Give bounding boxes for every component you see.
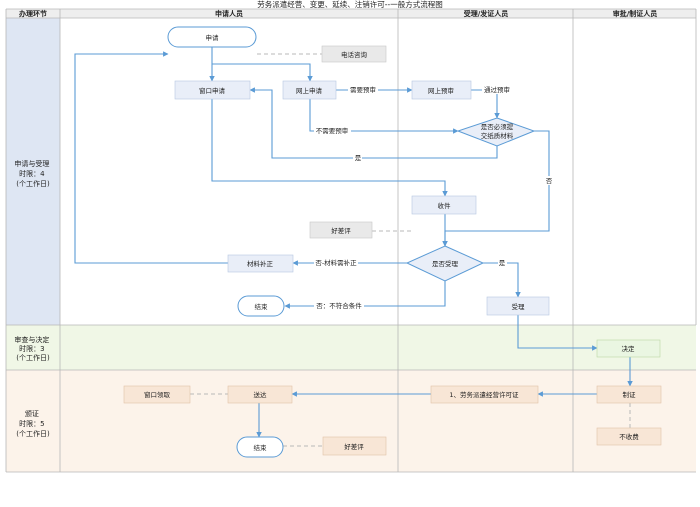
svg-text:窗口申请: 窗口申请 (199, 86, 226, 95)
svg-text:好差评: 好差评 (344, 442, 364, 451)
svg-text:收件: 收件 (438, 201, 452, 210)
header-col-approver: 审批/制证人员 (613, 9, 658, 18)
label-no-supplement: 否-材料需补正 (315, 258, 357, 267)
node-supplement: 材料补正 (227, 254, 294, 273)
node-accept-q: 是否受理 (405, 245, 485, 282)
label-need-precheck: 需要预审 (350, 85, 376, 94)
label-precheck-pass: 通过预审 (484, 85, 510, 94)
edge-need-yes-window (249, 87, 498, 159)
svg-text:电话咨询: 电话咨询 (341, 50, 368, 59)
node-window-apply: 窗口申请 (174, 80, 251, 100)
node-receive: 收件 (411, 195, 477, 215)
svg-text:1、劳务派遣经营许可证: 1、劳务派遣经营许可证 (449, 390, 519, 399)
svg-text:受理: 受理 (512, 302, 526, 311)
header-row (6, 9, 696, 18)
svg-text:是否受理: 是否受理 (432, 259, 459, 268)
svg-text:申请: 申请 (206, 33, 220, 42)
node-online-apply: 网上申请 (282, 80, 337, 100)
node-apply: 申请 (167, 26, 257, 48)
svg-text:材料补正: 材料补正 (247, 259, 274, 268)
svg-text:好差评: 好差评 (331, 226, 351, 235)
svg-text:送达: 送达 (254, 390, 268, 399)
svg-text:结束: 结束 (255, 302, 269, 311)
svg-text:决定: 决定 (622, 344, 636, 353)
node-phone: 电话咨询 (321, 45, 387, 63)
edge-supplement-loop (74, 51, 228, 264)
node-end2: 结束 (236, 436, 284, 458)
svg-text:制证: 制证 (623, 390, 637, 399)
node-good-review1: 好差评 (309, 221, 373, 239)
node-deliver: 送达 (227, 385, 293, 404)
node-no-fee: 不收费 (596, 427, 662, 446)
svg-text:结束: 结束 (254, 443, 268, 452)
header-col-acceptor: 受理/发证人员 (464, 9, 509, 18)
edge-accept-q-end (284, 281, 446, 309)
node-issue-cert: 1、劳务派遣经营许可证 (430, 385, 539, 404)
header-col-applicant: 申请人员 (215, 9, 243, 18)
edge-apply-to-online (212, 63, 313, 82)
node-make-cert: 制证 (596, 385, 662, 404)
lane-apply-bg (6, 18, 60, 325)
segment-review: 审查与决定 时限：3 (个工作日) (14, 335, 51, 362)
diagram-title: 劳务派遣经营、变更、延续、注销许可--一般方式流程图 (257, 0, 442, 9)
label-no-condition: 否：不符合条件 (316, 301, 362, 310)
node-window-pickup: 窗口领取 (123, 385, 191, 404)
svg-text:不收费: 不收费 (619, 432, 639, 441)
edge-precheck-to-need (471, 89, 500, 119)
node-good-review2: 好差评 (322, 436, 387, 456)
svg-text:网上预审: 网上预审 (428, 86, 454, 95)
node-accept: 受理 (486, 296, 550, 316)
lane-issue-bg (6, 370, 696, 472)
svg-text:是否必须提: 是否必须提 (481, 122, 514, 131)
segment-apply: 申请与受理 时限：4 (个工作日) (14, 159, 51, 188)
node-end1: 结束 (237, 295, 285, 317)
node-decide: 决定 (596, 339, 661, 358)
edge-online-to-need (309, 99, 459, 134)
edge-accept-q-yes (483, 262, 521, 298)
node-need-material: 是否必须提 交纸质材料 (456, 117, 536, 147)
node-online-precheck: 网上预审 (411, 80, 472, 100)
svg-text:交纸质材料: 交纸质材料 (481, 131, 514, 140)
label-yes1: 是 (355, 154, 362, 162)
edge-window-to-receive (211, 99, 448, 197)
label-no1: 否 (546, 177, 553, 185)
segment-issue: 颁证 时限：5 (个工作日) (16, 409, 50, 438)
label-yes2: 是 (499, 259, 506, 267)
edge-accept-to-decide (517, 315, 598, 351)
label-no-precheck: 不需要预审 (316, 126, 349, 135)
svg-text:网上申请: 网上申请 (296, 86, 323, 95)
header-col-step: 办理环节 (19, 9, 47, 18)
svg-text:窗口领取: 窗口领取 (144, 390, 171, 399)
